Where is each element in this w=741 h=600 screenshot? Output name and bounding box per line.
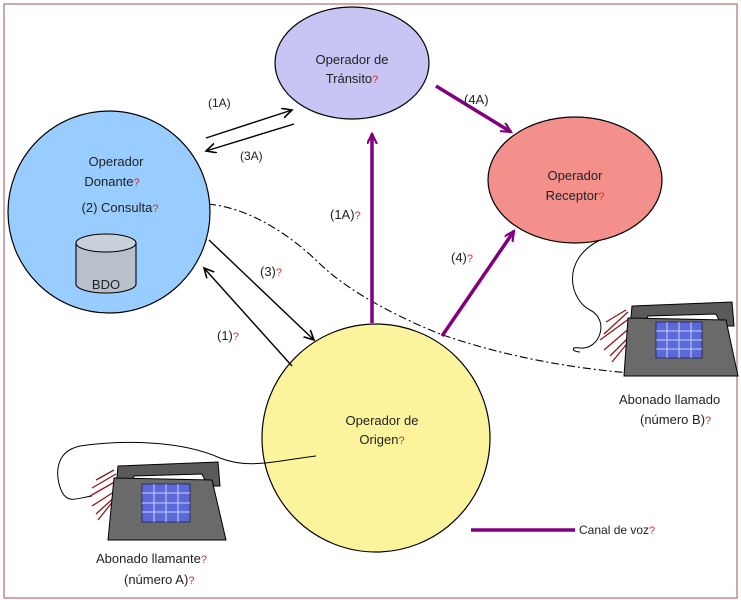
transit-label-line1: Operador de	[316, 52, 389, 67]
calling-subscriber-line1: Abonado llamante?	[96, 551, 207, 566]
arrow-1-to-donor	[204, 268, 293, 367]
donor-label-line1: Operador	[89, 154, 145, 169]
called-telephone-icon	[572, 239, 739, 377]
called-subscriber-line2: (número B)?	[640, 412, 711, 427]
receiver-operator-node	[487, 116, 663, 244]
arrow-label-4a: (4A)	[464, 92, 489, 107]
receiver-label-line2: Receptor?	[546, 188, 605, 203]
arrow-label-3: (3)?	[260, 264, 282, 279]
donor-label-line2: Donante?	[84, 174, 139, 189]
transit-operator-node	[274, 6, 430, 120]
transit-label-line2: Tránsito?	[326, 71, 379, 86]
arrow-3-to-origin	[208, 239, 314, 340]
donor-query-label: (2) Consulta?	[82, 200, 159, 215]
database-icon	[75, 233, 137, 294]
arrow-label-1a-purple: (1A)?	[330, 207, 361, 222]
receiver-label-line1: Operador	[548, 168, 604, 183]
database-label: BDO	[92, 277, 120, 292]
called-subscriber-line1: Abonado llamado	[619, 392, 720, 407]
legend-label: Canal de voz?	[579, 523, 655, 537]
voice-arrow-4a	[435, 84, 511, 134]
signalling-path	[207, 203, 661, 376]
origin-label-line1: Operador de	[346, 413, 419, 428]
calling-subscriber-line2: (número A)?	[124, 572, 194, 587]
arrow-label-1a-black: (1A)	[208, 96, 231, 110]
origin-operator-node	[261, 323, 491, 553]
arrow-label-3a: (3A)	[240, 149, 263, 163]
donor-operator-node	[7, 110, 211, 314]
arrow-1a-to-transit	[205, 110, 292, 139]
arrow-label-1: (1)?	[217, 328, 239, 343]
origin-label-line2: Origen?	[359, 432, 404, 447]
arrow-label-4: (4)?	[451, 250, 473, 265]
arrow-3a-to-donor	[206, 123, 295, 151]
calling-telephone-icon	[57, 441, 317, 541]
page-frame	[3, 3, 738, 599]
voice-arrow-4	[440, 231, 516, 337]
